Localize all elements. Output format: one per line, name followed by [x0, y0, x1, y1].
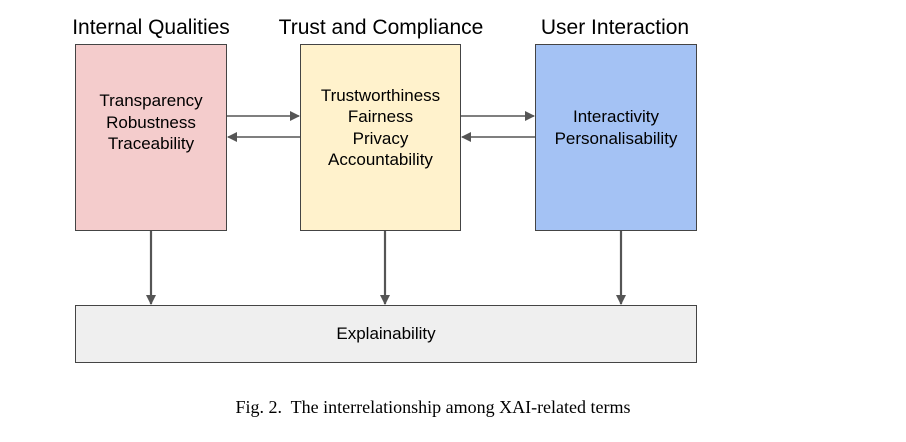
figure-caption: Fig. 2. The interrelationship among XAI-… [0, 397, 906, 418]
item-interactivity: Interactivity [573, 107, 659, 126]
item-fairness: Fairness [347, 107, 414, 126]
item-trustworthiness: Trustworthiness [320, 85, 441, 105]
explainability-label: Explainability [336, 324, 436, 344]
internal-qualities-box: Transparency Robustness Traceability [75, 44, 227, 231]
trust-compliance-title: Trust and Compliance [278, 16, 484, 39]
item-privacy: Privacy [352, 128, 409, 148]
item-robustness: Robustness [106, 112, 196, 132]
internal-qualities-title: Internal Qualities [72, 16, 230, 39]
user-interaction-title: User Interaction [540, 16, 690, 39]
item-transparency: Transparency [99, 91, 203, 111]
item-personalisability: Personalisability [554, 128, 678, 148]
item-accountability: Accountability [328, 150, 433, 169]
trust-compliance-box: Trustworthiness Fairness Privacy Account… [300, 44, 461, 231]
item-traceability: Traceability [107, 134, 195, 154]
user-interaction-box: Interactivity Personalisability [535, 44, 697, 231]
explainability-box: Explainability [75, 305, 697, 363]
figure-caption-text: Fig. 2. The interrelationship among XAI-… [235, 397, 631, 417]
